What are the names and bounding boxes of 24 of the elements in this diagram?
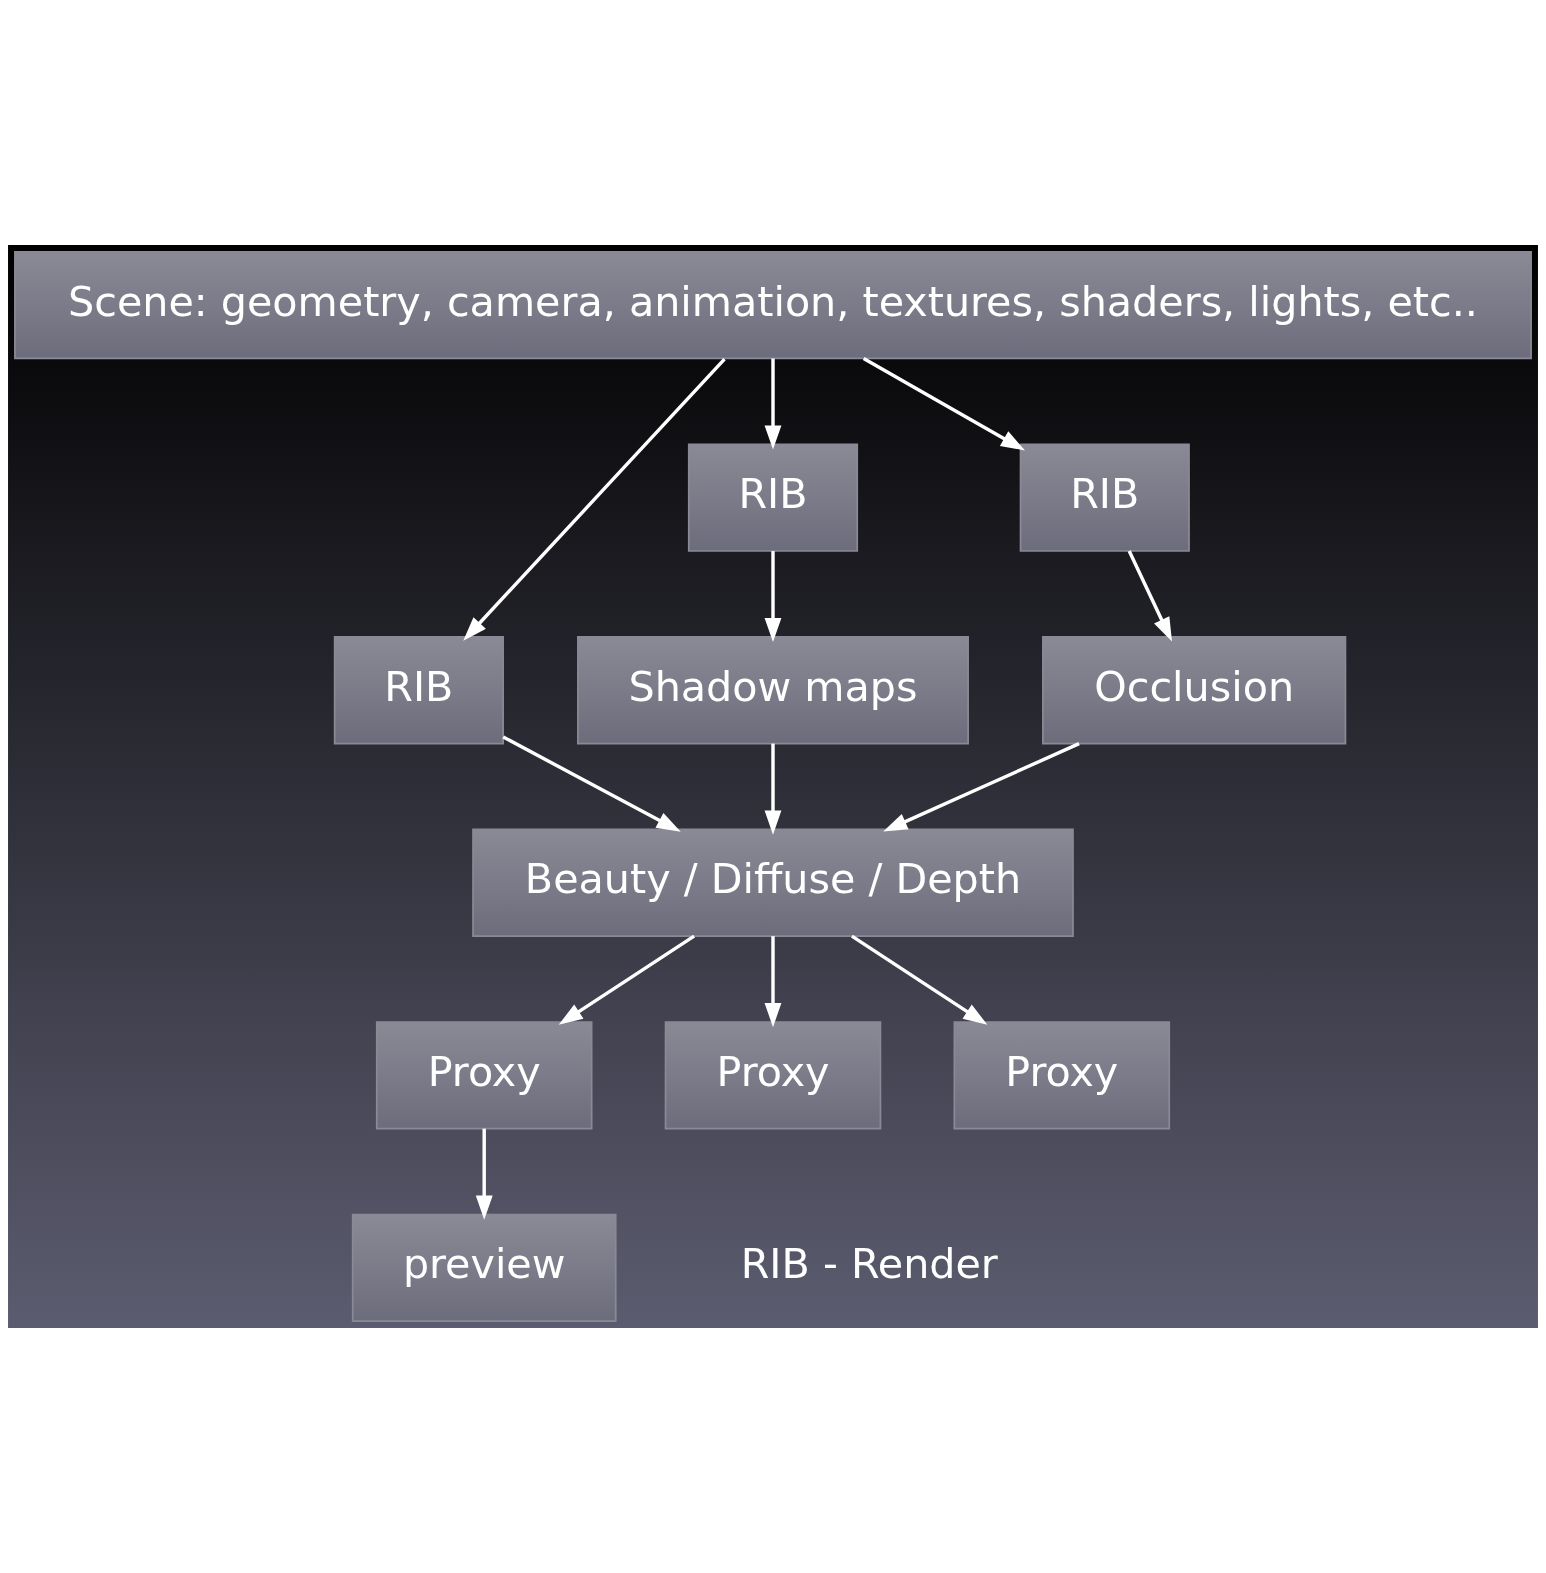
label: RIB - Render [740, 1240, 998, 1289]
arrow [764, 551, 782, 643]
arrow [862, 357, 1025, 451]
node-box: Shadow maps [577, 636, 969, 745]
arrow [1127, 550, 1172, 642]
arrow [558, 934, 696, 1025]
node-box: Scene: geometry, camera, animation, textures, shaders, lights, etc.. [14, 251, 1532, 360]
node-box: preview [351, 1213, 617, 1322]
node-box: RIB [687, 443, 859, 552]
node-box: Proxy [953, 1021, 1171, 1130]
arrow [502, 735, 681, 832]
arrow [764, 936, 782, 1028]
node-box: Occlusion [1042, 636, 1347, 745]
node-box: RIB [1019, 443, 1190, 552]
arrow [850, 934, 988, 1025]
arrow [764, 743, 782, 835]
node-box: Proxy [375, 1021, 593, 1130]
arrow [463, 357, 726, 641]
arrow [883, 742, 1080, 832]
node-box: Proxy [664, 1021, 882, 1130]
node-box: RIB [333, 636, 504, 745]
node-box: Beauty / Diffuse / Depth [472, 828, 1074, 937]
arrow [475, 1128, 493, 1220]
arrow [764, 358, 782, 450]
